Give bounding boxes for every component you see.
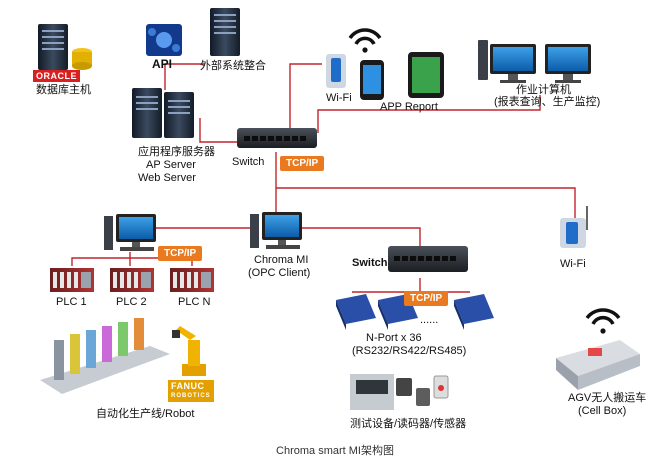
link-trunk-to-wifi-right (276, 187, 576, 218)
agv-vehicle (556, 340, 640, 390)
production-line (40, 318, 170, 394)
nport-label-2: (RS232/RS422/RS485) (352, 345, 467, 357)
nport-dots: ...... (420, 314, 439, 326)
smartphone-icon (360, 60, 384, 100)
tcpip-top-tag: TCP/IP (280, 156, 325, 171)
link-switch-to-workstation (317, 95, 541, 133)
nport-device-1 (336, 294, 376, 330)
link-pc-to-plcs (71, 252, 131, 266)
agv-label-2: (Cell Box) (578, 405, 627, 417)
tablet-icon (408, 52, 444, 98)
link-app-to-external (164, 63, 205, 90)
diagram-caption: Chroma smart MI架构图 (276, 445, 394, 457)
agv-wifi-icon (585, 308, 621, 334)
wifi-router-top (326, 28, 382, 88)
api-puzzle-icon (146, 24, 182, 56)
external-system-server (210, 8, 240, 56)
oracle-logo: ORACLE (33, 70, 80, 82)
chroma-mi-label-2: (OPC Client) (248, 267, 311, 279)
production-line-label: 自动化生产线/Robot (96, 408, 195, 420)
fanuc-robot (172, 326, 206, 376)
app-report-label: APP Report (380, 101, 438, 113)
test-equipment-label: 测试设备/读码器/传感器 (350, 418, 467, 430)
plc2-label: PLC 2 (116, 296, 147, 308)
app-server-label-2: AP Server (146, 159, 196, 171)
link-chroma-to-mid-switch (302, 227, 421, 246)
switch-mid-label: Switch (352, 257, 388, 269)
nport-device-3 (454, 294, 494, 330)
plcn-label: PLC N (178, 296, 211, 308)
app-server-label-3: Web Server (138, 172, 196, 184)
wifi-top-label: Wi-Fi (326, 92, 352, 104)
api-label: API (152, 57, 173, 71)
plc-rack-2 (110, 268, 154, 292)
chroma-mi-label-1: Chroma MI (254, 254, 309, 266)
link-switch-to-app (199, 118, 240, 143)
workstation-monitors (478, 40, 591, 83)
workstation-label-2: (报表查询、生产监控) (494, 96, 601, 108)
agv-label-1: AGV无人搬运车 (568, 392, 647, 404)
external-integration-label: 外部系统整合 (200, 60, 266, 72)
wifi-right-label: Wi-Fi (560, 258, 586, 270)
chroma-mi-pc (250, 212, 302, 249)
db-host-label: 数据库主机 (36, 84, 91, 96)
tcpip-mid-tag: TCP/IP (404, 291, 449, 306)
wifi-router-right (560, 206, 588, 248)
app-server-towers (132, 88, 194, 138)
mid-switch-device (388, 246, 468, 272)
app-server-label-1: 应用程序服务器 (138, 146, 215, 158)
db-host-server (38, 24, 92, 70)
plc1-label: PLC 1 (56, 296, 87, 308)
left-pc (104, 214, 156, 251)
top-switch-device (237, 128, 317, 148)
nport-label-1: N-Port x 36 (366, 332, 422, 344)
switch-top-label: Switch (232, 156, 265, 168)
link-switch-to-wifi (289, 63, 322, 133)
tcpip-left-tag: TCP/IP (158, 246, 203, 261)
test-equipment (350, 374, 449, 410)
plc-rack-1 (50, 268, 94, 292)
workstation-label-1: 作业计算机 (516, 84, 571, 96)
plc-rack-n (170, 268, 214, 292)
